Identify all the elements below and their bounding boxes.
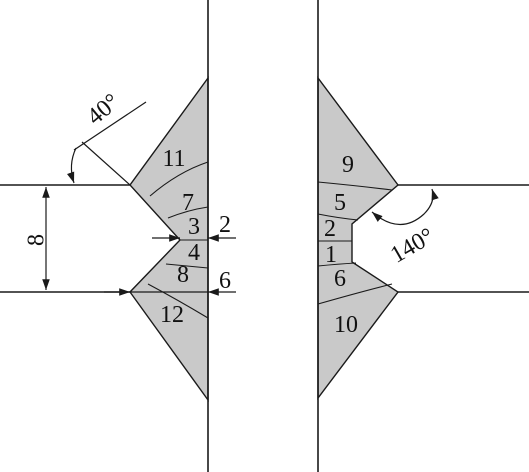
- right-pass-label-2: 2: [324, 216, 336, 242]
- left-pass-boundary-7-3: [167, 206, 209, 219]
- left-thickness-dim-label: 8: [24, 234, 50, 246]
- left-pass-label-8: 8: [177, 262, 189, 288]
- left-bevel-angle-reference-line: [73, 101, 147, 151]
- left-root-top-dim-label: 2: [219, 212, 231, 238]
- right-groove-angle-label: 140°: [386, 223, 438, 268]
- right-joint: 140° 9 5 2 1 6 10: [317, 0, 529, 472]
- right-pass-boundary-5-2: [317, 213, 359, 221]
- right-pass-boundary-1-6: [317, 262, 357, 267]
- right-pass-label-1: 1: [325, 242, 337, 268]
- left-bevel-angle-arc: [67, 147, 77, 184]
- left-pass-label-7: 7: [182, 190, 194, 216]
- left-pass-boundary-4-8: [165, 263, 209, 269]
- right-pass-label-10: 10: [334, 312, 358, 338]
- left-pass-label-4: 4: [188, 240, 200, 266]
- left-pass-label-11: 11: [162, 146, 185, 172]
- right-pass-label-6: 6: [334, 266, 346, 292]
- left-bottom-dim-label: 6: [219, 268, 231, 294]
- left-bevel-extension-line: [81, 141, 131, 186]
- left-bevel-angle-label: 40°: [82, 89, 124, 131]
- right-pass-label-5: 5: [334, 190, 346, 216]
- left-pass-boundary-11-7: [149, 161, 209, 197]
- left-pass-label-3: 3: [188, 214, 200, 240]
- left-pass-label-12: 12: [160, 302, 184, 328]
- left-pass-boundary-8-12: [147, 283, 209, 319]
- left-joint: 40° 8 11 7 3 2 4 8 6 12: [0, 0, 236, 472]
- right-pass-boundary-6-10: [317, 283, 393, 305]
- right-pass-label-9: 9: [342, 152, 354, 178]
- right-groove-angle-arc: [371, 188, 439, 226]
